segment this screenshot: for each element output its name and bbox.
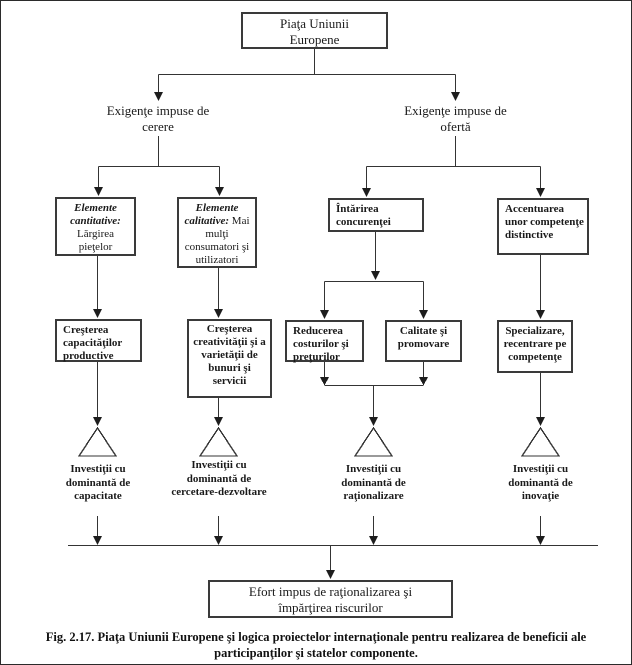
connector-competition-split	[320, 232, 428, 319]
node-elemente-cantitative-header: Elemente cantitative:	[70, 202, 121, 227]
node-elemente-cantitative-body: Lărgirea pieţelor	[76, 228, 115, 253]
node-accentuarea-competente: Accentuarea unor competenţe distinctive	[497, 198, 589, 255]
label-exigente-cerere: Exigenţe impuse de cerere	[106, 103, 210, 134]
node-elemente-calitative-header: Elemente calitative:	[184, 202, 239, 227]
label-exigente-oferta: Exigenţe impuse de ofertă	[404, 103, 507, 134]
connector-quantitative-capacity	[93, 256, 102, 318]
funnel-triangle-icon	[77, 426, 118, 457]
connector-competencies-specialization	[536, 255, 545, 319]
label-investitii-rationalizare: Investiţii cu dominantă de raţionalizare	[341, 463, 406, 502]
connector-demand-split	[94, 136, 224, 196]
connector-root-split	[154, 49, 460, 101]
connector-costs-quality-merge	[320, 362, 428, 426]
node-piata-uniunii-europene: Piaţa Uniunii Europene	[241, 12, 388, 49]
node-elemente-calitative: Elemente calitative: Mai mulţi consumato…	[177, 197, 257, 268]
connector-supply-split	[362, 136, 545, 197]
connector-capacity-funnel	[93, 362, 102, 426]
node-reducerea-costurilor: Reducerea costurilor şi preţurilor	[285, 320, 364, 363]
node-cresterea-capacitatilor: Creşterea capacităţilor productive	[55, 319, 142, 362]
node-elemente-calitative-body: Mai mulţi consumatori şi utilizatori	[184, 215, 250, 266]
label-investitii-capacitate: Investiţii cu dominantă de capacitate	[65, 463, 131, 502]
funnel-triangle-icon	[198, 426, 239, 457]
connector-collector-bar	[68, 516, 598, 579]
connector-specialization-funnel	[536, 372, 545, 426]
label-investitii-cercetare-dezvoltare: Investiţii cu dominantă de cercetare-dez…	[171, 459, 267, 498]
funnel-triangle-icon	[520, 426, 561, 457]
label-investitii-inovatie: Investiţii cu dominantă de inovaţie	[508, 463, 573, 502]
funnel-triangle-icon	[353, 426, 394, 457]
node-cresterea-creativitatii: Creşterea creativităţii şi a varietăţii …	[187, 319, 272, 398]
node-calitate-promovare: Calitate şi promovare	[385, 320, 462, 362]
node-specializare-recentrare: Specializare, recentrare pe competenţe	[497, 320, 573, 373]
connector-qualitative-creativity	[214, 268, 223, 318]
connector-creativity-funnel	[214, 398, 223, 426]
node-intarirea-concurentei: Întărirea concurenţei	[328, 198, 424, 232]
node-efort-rationalizare: Efort impus de raţionalizarea şi împărţi…	[208, 580, 453, 618]
figure-caption: Fig. 2.17. Piaţa Uniunii Europene şi log…	[45, 630, 587, 660]
node-elemente-cantitative: Elemente cantitative: Lărgirea pieţelor	[55, 197, 136, 256]
